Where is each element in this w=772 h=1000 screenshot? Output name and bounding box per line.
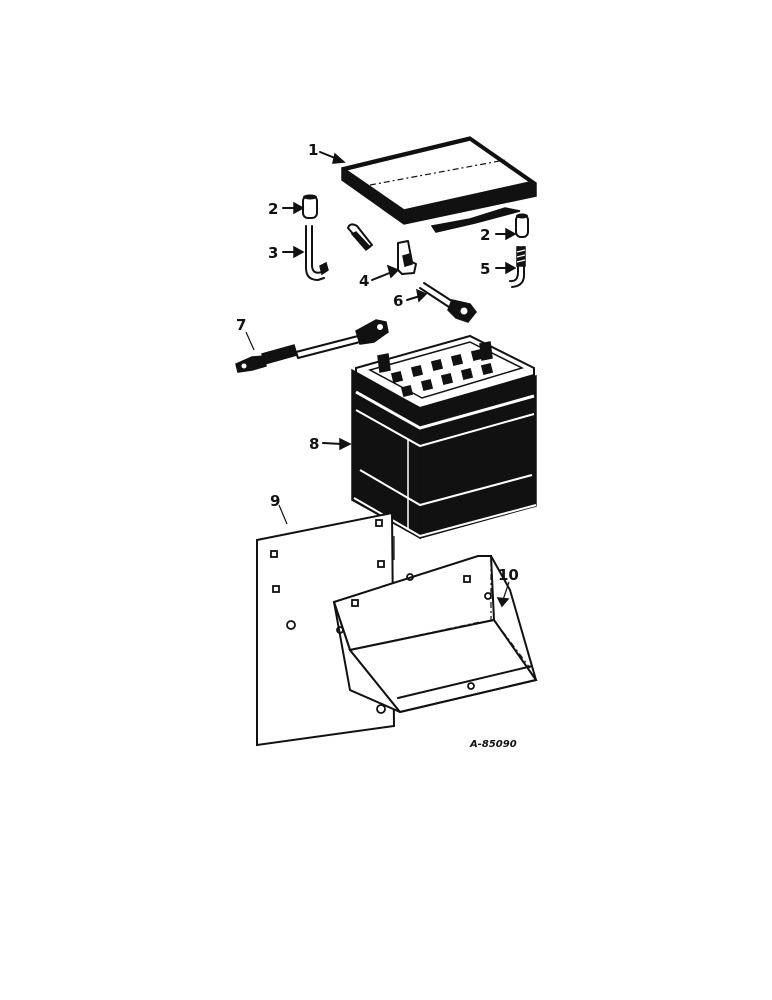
spacer-left <box>302 194 318 219</box>
battery <box>351 334 537 540</box>
callouts: 1 2 2 3 4 5 6 7 8 9 10 A-85090 <box>236 141 519 750</box>
callout-1: 1 <box>308 141 318 159</box>
reference-code: A-85090 <box>469 739 517 750</box>
callout-8: 8 <box>309 435 319 453</box>
positive-cable <box>235 319 389 373</box>
leader-lines <box>245 151 517 608</box>
ground-cable <box>419 282 477 323</box>
clamp <box>347 223 417 275</box>
hold-down-rod-left <box>305 225 329 281</box>
callout-2-right: 2 <box>480 226 490 244</box>
battery-tray <box>332 555 538 714</box>
callout-10: 10 <box>498 566 519 584</box>
battery-cover <box>341 136 537 233</box>
callout-3: 3 <box>268 244 278 262</box>
callout-6: 6 <box>393 292 403 310</box>
hold-down-rod-right <box>509 246 526 288</box>
callout-9: 9 <box>270 492 280 510</box>
callout-5: 5 <box>480 260 490 278</box>
callout-7: 7 <box>236 316 246 334</box>
callout-2-left: 2 <box>268 200 278 218</box>
callout-4: 4 <box>359 272 369 290</box>
spacer-right <box>515 213 529 238</box>
